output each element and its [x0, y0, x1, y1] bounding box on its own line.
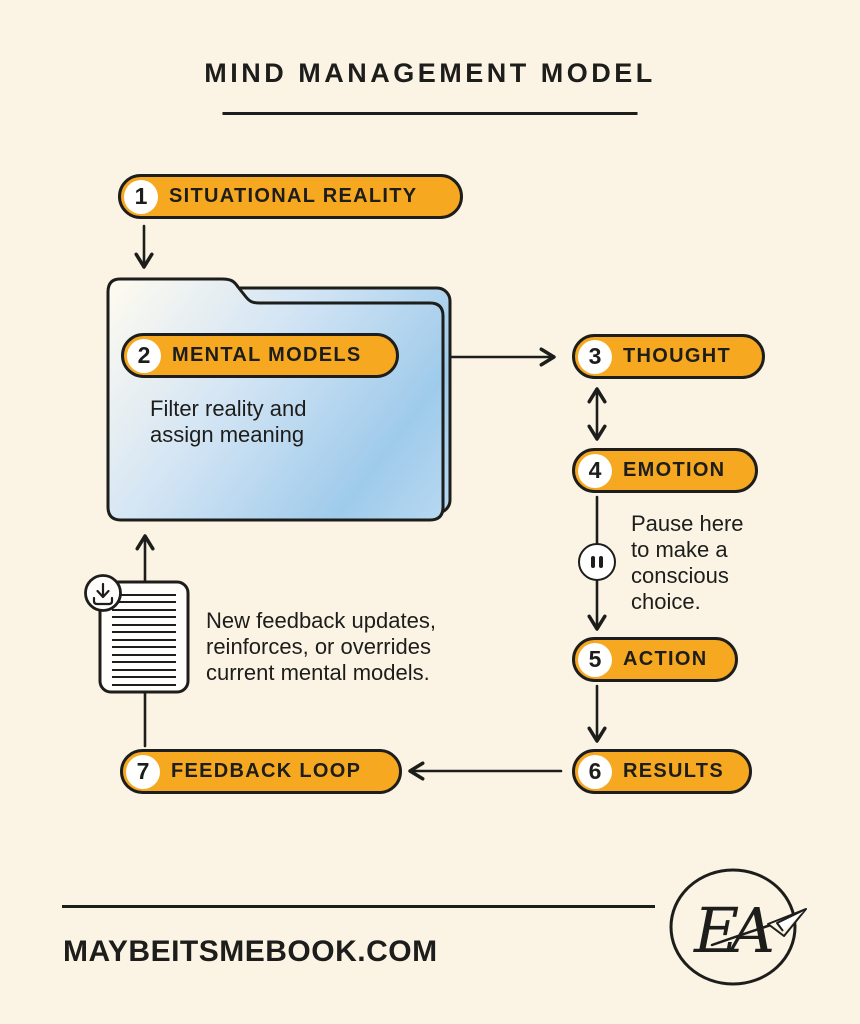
node-pill-mental-models: 2 MENTAL MODELS	[121, 333, 399, 378]
number-badge: 4	[578, 453, 612, 488]
pause-note: Pause here to make a conscious choice.	[631, 511, 744, 614]
node-label: FEEDBACK LOOP	[171, 760, 362, 782]
node-pill-emotion: 4 EMOTION	[572, 448, 758, 493]
number-badge: 1	[124, 179, 158, 214]
number-badge: 7	[126, 754, 160, 789]
title-underline	[222, 112, 638, 115]
pause-icon	[578, 543, 616, 581]
node-pill-action: 5 ACTION	[572, 637, 738, 682]
node-pill-feedback-loop: 7 FEEDBACK LOOP	[120, 749, 402, 794]
node-label: MENTAL MODELS	[172, 344, 362, 366]
number-badge: 2	[127, 338, 161, 373]
number-badge: 5	[578, 642, 612, 677]
download-icon	[84, 574, 122, 612]
folder-note: Filter reality and assign meaning	[150, 396, 307, 447]
node-pill-thought: 3 THOUGHT	[572, 334, 765, 379]
website-url: MAYBEITSMEBOOK.COM	[63, 935, 438, 968]
node-label: ACTION	[623, 648, 708, 670]
node-label: RESULTS	[623, 760, 724, 782]
node-label: THOUGHT	[623, 345, 731, 367]
document-icon	[84, 574, 190, 694]
node-pill-situational-reality: 1 SITUATIONAL REALITY	[118, 174, 463, 219]
footer-divider	[62, 905, 655, 908]
brand-logo: EA	[669, 868, 807, 986]
paper-plane-icon	[767, 908, 807, 937]
feedback-note: New feedback updates, reinforces, or ove…	[206, 608, 436, 685]
logo-monogram: EA	[693, 894, 772, 967]
number-badge: 3	[578, 339, 612, 374]
node-label: EMOTION	[623, 459, 726, 481]
page-title: MIND MANAGEMENT MODEL	[204, 58, 656, 88]
number-badge: 6	[578, 754, 612, 789]
node-label: SITUATIONAL REALITY	[169, 185, 418, 207]
node-pill-results: 6 RESULTS	[572, 749, 752, 794]
